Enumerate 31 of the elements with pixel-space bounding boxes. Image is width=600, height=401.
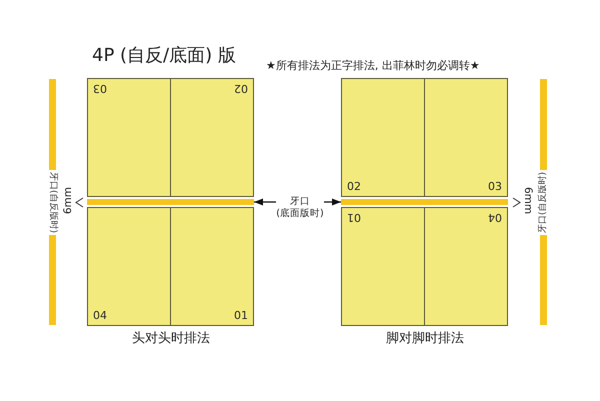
bar-label: 牙口(自反版时) <box>47 170 58 236</box>
page-panel <box>341 207 425 326</box>
caption: 头对头时排法 <box>132 331 210 346</box>
page-panel <box>424 78 508 197</box>
page-number: 01 <box>347 211 361 223</box>
dimension-label: 6mm <box>62 187 74 214</box>
page-panel <box>87 78 171 197</box>
gripper-bar <box>538 79 549 325</box>
page-panel <box>341 78 425 197</box>
page-number: 03 <box>93 82 107 94</box>
page-number: 04 <box>93 310 107 322</box>
gripper-bar <box>47 79 58 325</box>
title: 4P (自反/底面) 版 <box>92 45 236 67</box>
page-number: 03 <box>488 181 502 193</box>
arrow <box>324 198 341 206</box>
gripper-strip <box>341 199 508 205</box>
dimension-label: 6mm <box>522 187 534 214</box>
page-number: 02 <box>234 82 248 94</box>
gripper-label: 牙口 (底面版时) <box>276 196 324 220</box>
page-number: 04 <box>488 211 502 223</box>
caption: 脚对脚时排法 <box>386 331 464 346</box>
page-panel <box>170 207 254 326</box>
arrow <box>254 198 276 206</box>
gripper-strip <box>87 199 254 205</box>
page-number: 02 <box>347 181 361 193</box>
page-panel <box>424 207 508 326</box>
bar-label: 牙口(自反版时) <box>538 170 549 236</box>
page-number: 01 <box>234 310 248 322</box>
note: ★所有排法为正字排法, 出菲林时勿必调转★ <box>266 59 480 72</box>
page-panel <box>170 78 254 197</box>
page-panel <box>87 207 171 326</box>
